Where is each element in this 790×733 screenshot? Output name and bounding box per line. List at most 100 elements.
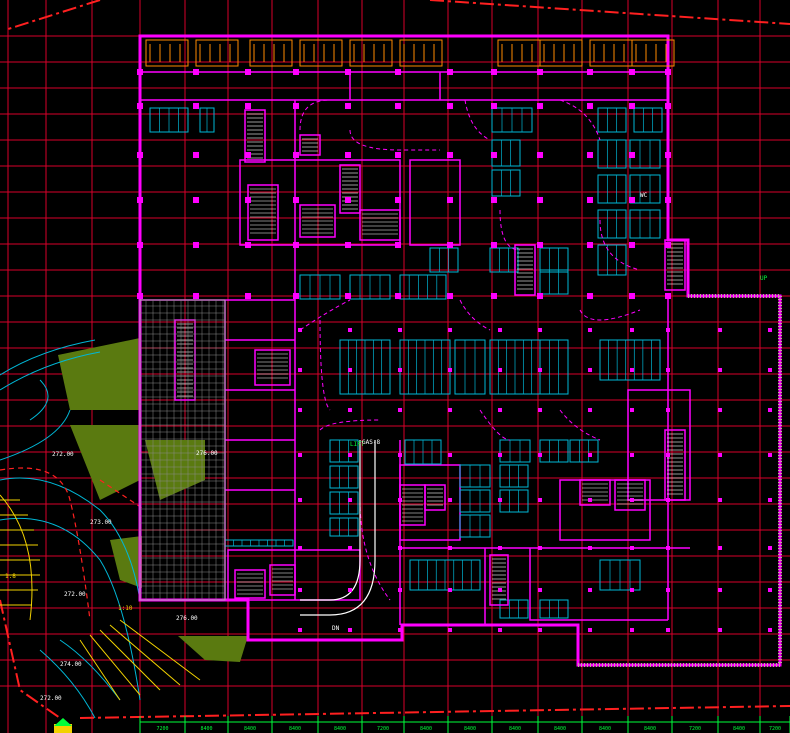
column-l-400-410 bbox=[398, 408, 402, 412]
ramp-arc-outer bbox=[300, 440, 361, 601]
column-l-632-590 bbox=[630, 588, 634, 592]
column-248-200 bbox=[245, 197, 251, 203]
column-140-296 bbox=[137, 293, 143, 299]
column-l-500-548 bbox=[498, 546, 502, 550]
road-curve-1 bbox=[0, 339, 96, 376]
column-l-590-590 bbox=[588, 588, 592, 592]
column-l-540-410 bbox=[538, 408, 542, 412]
dimension-value-14: 7200 bbox=[769, 726, 781, 732]
column-l-720-590 bbox=[718, 588, 722, 592]
road-curve-6 bbox=[29, 379, 49, 421]
column-l-350-455 bbox=[348, 453, 352, 457]
column-140-155 bbox=[137, 152, 143, 158]
plaza-border bbox=[139, 299, 226, 601]
parking-block-16 bbox=[454, 339, 486, 395]
parking-block-19 bbox=[599, 339, 661, 381]
column-668-200 bbox=[665, 197, 671, 203]
parking-block-3 bbox=[597, 107, 627, 133]
column-l-632-410 bbox=[630, 408, 634, 412]
dimension-value-2: 8400 bbox=[244, 726, 256, 732]
core-12 bbox=[579, 479, 611, 506]
column-l-720-410 bbox=[718, 408, 722, 412]
wall-q bbox=[529, 548, 578, 621]
shop-unit-0 bbox=[145, 39, 189, 67]
column-l-590-370 bbox=[588, 368, 592, 372]
column-l-540-500 bbox=[538, 498, 542, 502]
column-l-668-455 bbox=[666, 453, 670, 457]
elevation-label-e: 276.00 bbox=[196, 450, 218, 457]
fire-lane-2 bbox=[99, 479, 146, 511]
column-l-590-330 bbox=[588, 328, 592, 332]
site-boundary-bottom bbox=[79, 705, 790, 719]
column-l-668-330 bbox=[666, 328, 670, 332]
parking-block-13 bbox=[629, 209, 661, 239]
column-398-245 bbox=[395, 242, 401, 248]
column-l-590-548 bbox=[588, 546, 592, 550]
column-l-400-370 bbox=[398, 368, 402, 372]
column-196-106 bbox=[193, 103, 199, 109]
column-l-632-370 bbox=[630, 368, 634, 372]
column-l-350-370 bbox=[348, 368, 352, 372]
column-668-106 bbox=[665, 103, 671, 109]
core-13 bbox=[614, 479, 646, 511]
column-l-450-370 bbox=[448, 368, 452, 372]
dimension-value-8: 8400 bbox=[509, 726, 521, 732]
column-196-296 bbox=[193, 293, 199, 299]
plaza-paving bbox=[139, 299, 226, 601]
column-l-668-410 bbox=[666, 408, 670, 412]
parking-block-39 bbox=[499, 489, 529, 513]
column-494-200 bbox=[491, 197, 497, 203]
column-296-296 bbox=[293, 293, 299, 299]
north-arrow-base bbox=[54, 724, 72, 733]
parking-block-37 bbox=[569, 439, 599, 463]
column-l-400-630 bbox=[398, 628, 402, 632]
column-l-450-330 bbox=[448, 328, 452, 332]
column-398-106 bbox=[395, 103, 401, 109]
parking-block-7 bbox=[597, 139, 627, 169]
parking-block-42 bbox=[499, 599, 529, 619]
parking-block-6 bbox=[491, 169, 521, 197]
column-494-72 bbox=[491, 69, 497, 75]
wall-l bbox=[399, 464, 461, 541]
elevation-label-d: 272.00 bbox=[40, 695, 62, 702]
core-15 bbox=[269, 564, 296, 596]
aisle-3 bbox=[299, 299, 491, 331]
core-1 bbox=[299, 134, 321, 156]
column-590-72 bbox=[587, 69, 593, 75]
green-lawn-4 bbox=[178, 636, 248, 662]
column-248-296 bbox=[245, 293, 251, 299]
hatched-edges bbox=[578, 294, 782, 667]
room-label-a: LIFT bbox=[350, 441, 365, 448]
road-curve-7 bbox=[59, 639, 121, 701]
core-3 bbox=[359, 209, 401, 241]
parking-block-30 bbox=[329, 517, 359, 537]
parking-block-27 bbox=[329, 439, 359, 463]
parking-block-23 bbox=[429, 247, 459, 273]
road-curve-8 bbox=[39, 649, 96, 719]
column-590-200 bbox=[587, 197, 593, 203]
column-668-72 bbox=[665, 69, 671, 75]
road-curve-4 bbox=[0, 477, 141, 601]
column-248-245 bbox=[245, 242, 251, 248]
dimension-value-3: 8400 bbox=[289, 726, 301, 732]
column-l-450-548 bbox=[448, 546, 452, 550]
column-348-106 bbox=[345, 103, 351, 109]
column-l-632-500 bbox=[630, 498, 634, 502]
parking-block-36 bbox=[539, 439, 569, 463]
wall-r bbox=[349, 72, 441, 100]
ramp-edge bbox=[0, 494, 33, 621]
parking-block-32 bbox=[459, 464, 491, 488]
dimension-value-4: 8400 bbox=[334, 726, 346, 732]
elevation-label-g: 273.00 bbox=[90, 519, 112, 526]
column-398-72 bbox=[395, 69, 401, 75]
column-l-500-630 bbox=[498, 628, 502, 632]
room-label-e: GAS-8 bbox=[362, 439, 380, 446]
column-l-668-548 bbox=[666, 546, 670, 550]
stair-cores bbox=[174, 109, 686, 606]
parking-block-26 bbox=[539, 269, 569, 295]
dimension-value-9: 8400 bbox=[554, 726, 566, 732]
ramp-arc-inner bbox=[300, 440, 376, 616]
north-arrow-head bbox=[54, 718, 72, 726]
column-l-300-630 bbox=[298, 628, 302, 632]
